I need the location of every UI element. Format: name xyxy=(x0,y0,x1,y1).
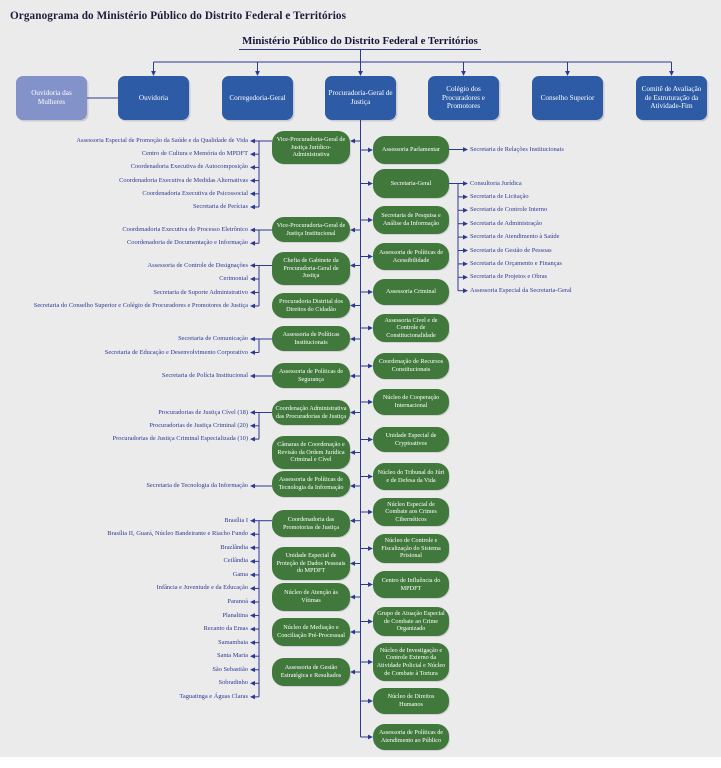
right-box-10: Núcleo Especial de Combate aos Crimes Ci… xyxy=(373,498,449,526)
right-box-13: Grupo de Atuação Especial de Combate ao … xyxy=(373,607,449,636)
org-left-label: Gama xyxy=(232,570,248,578)
org-left-label: Brasília I xyxy=(224,516,248,524)
right-box-7: Núcleo de Cooperação Internacional xyxy=(373,389,449,415)
middle-box-4: Assessoria de Políticas Institucionais xyxy=(272,326,350,351)
root-node: Ministério Público do Distrito Federal e… xyxy=(160,31,560,50)
org-left-label: Brazlândia xyxy=(220,543,248,551)
org-right-label: Secretaria de Projetos e Obras xyxy=(470,273,548,281)
org-left-label: Secretaria de Comunicação xyxy=(178,335,248,342)
org-left-label: Taguatinga e Águas Claras xyxy=(179,692,248,700)
org-left-label: Procuradorias de Justiça Cível (18) xyxy=(158,408,248,416)
right-box-5: Assessoria Cível e de Controle de Consti… xyxy=(373,314,449,342)
top-box-2: Corregedoria-Geral xyxy=(222,76,293,120)
org-right-label: Consultoria Jurídica xyxy=(470,179,522,187)
right-box-14: Núcleo de Investigação e Controle Extern… xyxy=(373,643,449,681)
right-box-0: Assessoria Parlamentar xyxy=(373,136,449,164)
org-left-label: Infância e Juventude e da Educação xyxy=(156,584,248,592)
org-right-label: Assessoria Especial da Secretaria-Geral xyxy=(470,286,572,294)
org-right-label: Secretaria de Controle Interno xyxy=(470,206,548,214)
org-left-label: Coordenadoria Executiva de Autocomposiçã… xyxy=(130,163,248,171)
middle-box-5: Assessoria de Políticas de Segurança xyxy=(272,363,350,388)
right-box-11: Núcleo de Controle e Fiscalização do Sis… xyxy=(373,534,449,563)
org-left-label: São Sebastião xyxy=(212,665,248,673)
org-left-label: Centro de Cultura e Memória do MPDFT xyxy=(141,150,248,158)
org-left-label: Coordenadoria Executiva do Processo Elet… xyxy=(122,226,248,233)
middle-box-1: Vice-Procuradoria-Geral de Justiça Insti… xyxy=(272,217,350,242)
middle-box-7: Câmaras de Coordenação e Revisão da Orde… xyxy=(272,436,350,469)
middle-box-10: Unidade Especial de Proteção de Dados Pe… xyxy=(272,547,350,580)
middle-box-13: Assessoria de Gestão Estratégica e Resul… xyxy=(272,658,350,686)
right-box-1: Secretaria-Geral xyxy=(373,169,449,198)
middle-box-3: Procuradoria Distrital dos Direitos do C… xyxy=(272,293,350,318)
right-box-6: Coordenação de Recursos Constitucionais xyxy=(373,353,449,379)
org-right-label: Secretaria de Licitação xyxy=(470,192,529,200)
middle-box-11: Núcleo de Atenção às Vítimas xyxy=(272,583,350,611)
org-left-label: Samambaia xyxy=(218,638,248,646)
org-left-label: Brasília II, Guará, Núcleo Bandeirante e… xyxy=(107,530,248,538)
top-box-1: Ouvidoria xyxy=(118,76,189,120)
root-node-label: Ministério Público do Distrito Federal e… xyxy=(239,35,481,50)
org-left-label: Secretaria de Educação e Desenvolvimento… xyxy=(104,348,248,356)
right-box-8: Unidade Especial de Cryptoativos xyxy=(373,427,449,452)
org-left-label: Procuradorias de Justiça Criminal (20) xyxy=(149,421,248,429)
right-box-4: Assessoria Criminal xyxy=(373,279,449,305)
org-left-label: Assessoria Especial de Promoção da Saúde… xyxy=(76,137,248,144)
middle-box-6: Coordenação Administrativa das Procurado… xyxy=(272,400,350,425)
top-box-3: Procuradoria-Geral de Justiça xyxy=(325,76,396,120)
middle-box-9: Coordenadoria das Promotorias de Justiça xyxy=(272,510,350,537)
top-box-6: Comitê de Avaliação de Estruturação da A… xyxy=(636,76,707,120)
org-left-label: Ceilândia xyxy=(223,557,249,565)
right-box-16: Assessoria de Políticas de Atendimento a… xyxy=(373,724,449,750)
org-left-label: Secretaria de Perícias xyxy=(192,203,248,210)
right-box-12: Centro de Influência do MPDFT xyxy=(373,571,449,598)
org-left-label: Secretaria do Conselho Superior e Colégi… xyxy=(33,302,248,309)
right-box-2: Secretaria de Pesquisa e Análise da Info… xyxy=(373,206,449,234)
middle-box-8: Assessoria de Políticas de Tecnologia da… xyxy=(272,471,350,497)
org-left-label: Assessoria de Controle de Designações xyxy=(147,261,248,269)
org-left-label: Planaltina xyxy=(222,611,248,619)
top-box-5: Conselho Superior xyxy=(532,76,603,120)
org-right-label: Secretaria de Relações Institucionais xyxy=(470,145,564,153)
org-right-label: Secretaria de Atendimento à Saúde xyxy=(470,233,560,241)
org-right-label: Secretaria de Gestão de Pessoas xyxy=(470,246,552,254)
org-left-label: Sobradinho xyxy=(218,679,248,687)
org-right-label: Secretaria de Orçamento e Finanças xyxy=(470,259,562,267)
org-left-label: Cerimonial xyxy=(219,275,248,282)
org-left-label: Coordenadoria de Documentação e Informaç… xyxy=(126,239,248,247)
org-left-label: Coordenadoria Executiva de Psicossocial xyxy=(142,189,248,197)
org-left-label: Secretaria de Tecnologia da Informação xyxy=(146,482,248,489)
org-left-label: Recanto da Emas xyxy=(203,625,248,633)
org-right-label: Secretaria de Administração xyxy=(470,219,543,227)
top-box-0: Ouvidoria das Mulheres xyxy=(16,76,87,120)
middle-box-0: Vice-Procuradoria-Geral de Justiça Juríd… xyxy=(272,131,350,164)
org-left-label: Paranoá xyxy=(227,598,248,605)
org-left-label: Secretaria de Suporte Administrativo xyxy=(153,288,248,296)
top-box-4: Colégio dos Procuradores e Promotores xyxy=(428,76,499,120)
right-box-3: Assessoria de Políticas de Acessibilidad… xyxy=(373,243,449,270)
org-left-label: Secretaria de Polícia Institucional xyxy=(161,372,248,379)
right-box-15: Núcleo de Direitos Humanos xyxy=(373,688,449,714)
middle-box-12: Núcleo de Mediação e Conciliação Pré-Pro… xyxy=(272,618,350,646)
org-left-label: Coordenadoria Executiva de Medidas Alter… xyxy=(119,176,248,184)
org-left-label: Procuradorias de Justiça Criminal Especi… xyxy=(112,435,248,443)
right-box-9: Núcleo do Tribunal do Júri e de Defesa d… xyxy=(373,463,449,490)
org-left-label: Santa Maria xyxy=(216,652,248,660)
page-title: Organograma do Ministério Público do Dis… xyxy=(10,10,347,22)
middle-box-2: Chefia de Gabinete da Procuradoria-Geral… xyxy=(272,252,350,285)
